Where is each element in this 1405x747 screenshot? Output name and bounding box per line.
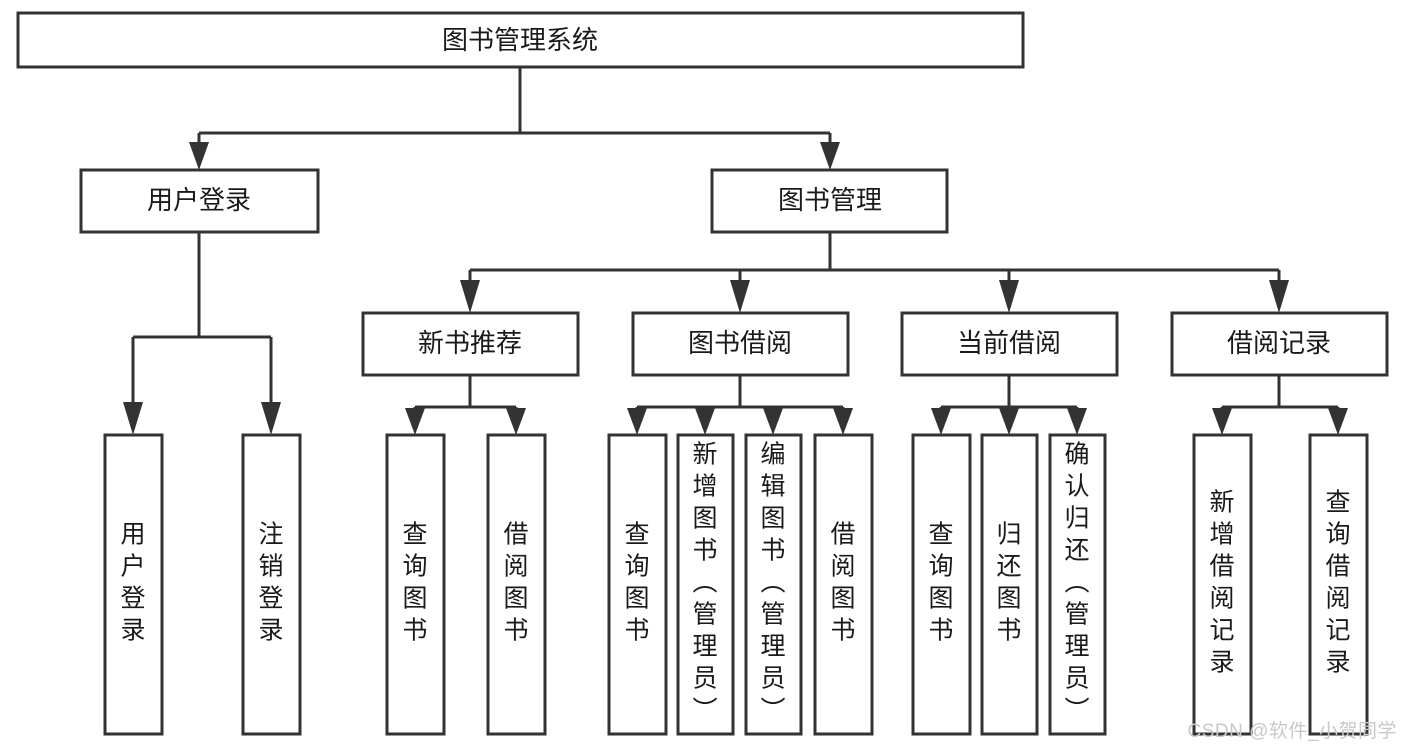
node-leaf-query-book-2-label: 查询图书: [624, 521, 649, 645]
node-borrow-record[interactable]: 借阅记录: [1170, 311, 1389, 377]
node-book-manage[interactable]: 图书管理: [710, 168, 949, 234]
node-book-borrow-label: 图书借阅: [688, 328, 792, 358]
arrow-book-manage-borrow-record: [1269, 280, 1289, 313]
node-leaf-query-book-3-box[interactable]: [911, 433, 972, 736]
arrow-book-borrow-leaf-4: [833, 408, 853, 435]
arrow-current-borrow-leaf-2: [999, 408, 1019, 435]
node-leaf-query-book-3-label: 查询图书: [928, 521, 953, 645]
arrow-current-borrow-leaf-1: [931, 408, 951, 435]
arrow-borrow-record-leaf-1: [1212, 408, 1232, 435]
node-leaf-add-book-box[interactable]: [676, 433, 735, 736]
arrow-book-manage-current-borrow: [999, 280, 1019, 313]
node-leaf-borrow-book-2-box[interactable]: [813, 433, 874, 736]
connector-layer: [123, 67, 1348, 435]
node-leaf-borrow-book-1-label: 借阅图书: [503, 521, 528, 645]
node-new-book-rec-box[interactable]: [361, 311, 580, 377]
node-leaf-return-book-label: 归还图书: [996, 521, 1021, 645]
node-user-login-box[interactable]: [79, 168, 320, 234]
arrow-book-manage-new-book-rec: [460, 280, 480, 313]
node-borrow-record-box[interactable]: [1170, 311, 1389, 377]
node-user-login-label: 用户登录: [147, 185, 251, 215]
arrow-user-login-leaf-1: [123, 402, 143, 435]
node-leaf-query-record-box[interactable]: [1308, 433, 1369, 736]
node-new-book-rec[interactable]: 新书推荐: [361, 311, 580, 377]
node-leaf-query-book-2[interactable]: 查询图书: [607, 433, 668, 736]
node-leaf-add-record-label: 新增借阅记录: [1209, 489, 1234, 677]
node-root-box[interactable]: [16, 11, 1025, 69]
arrow-book-borrow-leaf-1: [627, 408, 647, 435]
node-book-manage-box[interactable]: [710, 168, 949, 234]
node-leaf-add-record-box[interactable]: [1192, 433, 1253, 736]
node-leaf-add-book-label: 新增图书︵管理员︶: [692, 441, 717, 725]
node-leaf-edit-book-box[interactable]: [744, 433, 803, 736]
node-leaf-confirm-return[interactable]: 确认归还︵管理员︶: [1048, 433, 1107, 736]
node-leaf-edit-book-label: 编辑图书︵管理员︶: [760, 441, 785, 725]
node-leaf-logout-label: 注销登录: [258, 521, 283, 645]
node-current-borrow-label: 当前借阅: [957, 328, 1061, 358]
node-leaf-add-book[interactable]: 新增图书︵管理员︶: [676, 433, 735, 736]
node-leaf-user-login-label: 用户登录: [120, 521, 145, 645]
node-leaf-query-record-label: 查询借阅记录: [1325, 489, 1350, 677]
node-root-label: 图书管理系统: [442, 25, 598, 55]
node-user-login[interactable]: 用户登录: [79, 168, 320, 234]
node-current-borrow[interactable]: 当前借阅: [900, 311, 1119, 377]
node-book-borrow[interactable]: 图书借阅: [631, 311, 850, 377]
arrow-current-borrow-leaf-3: [1067, 408, 1087, 435]
node-leaf-logout[interactable]: 注销登录: [241, 433, 302, 736]
arrow-root-to-book-manage: [820, 142, 840, 170]
node-leaf-return-book[interactable]: 归还图书: [980, 433, 1039, 736]
node-leaf-query-book-1-box[interactable]: [385, 433, 446, 736]
node-leaf-query-book-1-label: 查询图书: [402, 521, 427, 645]
node-leaf-query-book-2-box[interactable]: [607, 433, 668, 736]
node-borrow-record-label: 借阅记录: [1227, 328, 1331, 358]
node-book-manage-label: 图书管理: [778, 185, 882, 215]
node-leaf-user-login[interactable]: 用户登录: [103, 433, 164, 736]
arrow-book-borrow-leaf-3: [763, 408, 783, 435]
node-leaf-query-book-1[interactable]: 查询图书: [385, 433, 446, 736]
node-leaf-confirm-return-label: 确认归还︵管理员︶: [1064, 441, 1089, 725]
node-root[interactable]: 图书管理系统: [16, 11, 1025, 69]
arrow-book-borrow-leaf-2: [695, 408, 715, 435]
arrow-user-login-leaf-2: [261, 402, 281, 435]
node-new-book-rec-label: 新书推荐: [418, 328, 522, 358]
node-book-borrow-box[interactable]: [631, 311, 850, 377]
arrow-new-book-rec-leaf-1: [405, 408, 425, 435]
node-leaf-borrow-book-2-label: 借阅图书: [830, 521, 855, 645]
arrow-borrow-record-leaf-2: [1328, 408, 1348, 435]
node-leaf-query-record[interactable]: 查询借阅记录: [1308, 433, 1369, 736]
node-leaf-query-book-3[interactable]: 查询图书: [911, 433, 972, 736]
node-leaf-user-login-box[interactable]: [103, 433, 164, 736]
arrow-book-manage-book-borrow: [730, 280, 750, 313]
node-leaf-logout-box[interactable]: [241, 433, 302, 736]
node-leaf-add-record[interactable]: 新增借阅记录: [1192, 433, 1253, 736]
node-current-borrow-box[interactable]: [900, 311, 1119, 377]
node-leaf-borrow-book-1-box[interactable]: [486, 433, 547, 736]
arrow-root-to-user-login: [189, 142, 209, 170]
node-leaf-edit-book[interactable]: 编辑图书︵管理员︶: [744, 433, 803, 736]
node-leaf-borrow-book-2[interactable]: 借阅图书: [813, 433, 874, 736]
node-leaf-borrow-book-1[interactable]: 借阅图书: [486, 433, 547, 736]
node-leaf-confirm-return-box[interactable]: [1048, 433, 1107, 736]
arrow-new-book-rec-leaf-2: [506, 408, 526, 435]
node-leaf-return-book-box[interactable]: [980, 433, 1039, 736]
csdn-watermark: CSDN @软件_小贺同学: [1187, 721, 1397, 742]
